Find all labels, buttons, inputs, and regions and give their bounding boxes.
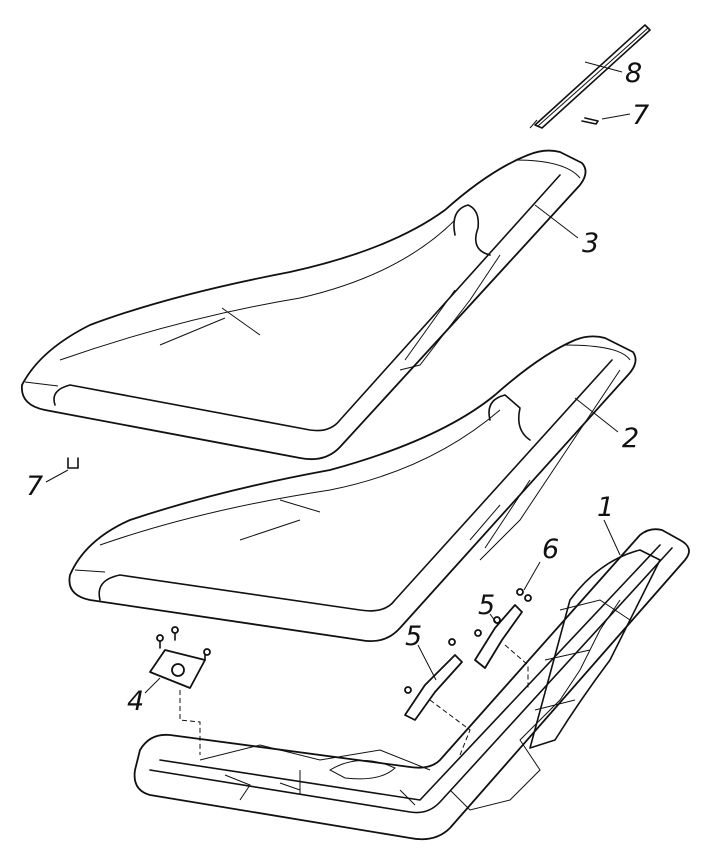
hinge-bracket-part-4 — [149, 626, 211, 755]
callout-4: 4 — [127, 686, 144, 717]
callout-2: 2 — [622, 423, 639, 454]
callout-5a: 5 — [478, 590, 495, 621]
clip-part-7-left — [67, 457, 79, 469]
seat-cover-part-3 — [21, 149, 587, 461]
callout-1: 1 — [597, 492, 614, 523]
leader-lines — [45, 61, 631, 694]
clip-part-7-top — [581, 117, 599, 125]
callout-6: 6 — [542, 534, 559, 565]
callout-5b: 5 — [405, 621, 422, 652]
callout-8: 8 — [625, 58, 642, 89]
callout-7-top: 7 — [632, 100, 649, 131]
callout-3: 3 — [582, 228, 599, 259]
screw-part-6 — [516, 588, 532, 602]
seat-base-part-1 — [133, 528, 690, 841]
rod-part-8 — [529, 24, 651, 129]
seat-cushion-part-2 — [68, 335, 637, 643]
bracket-part-5a — [474, 604, 529, 690]
callout-7-left: 7 — [26, 471, 43, 502]
bracket-part-5b — [404, 638, 471, 756]
